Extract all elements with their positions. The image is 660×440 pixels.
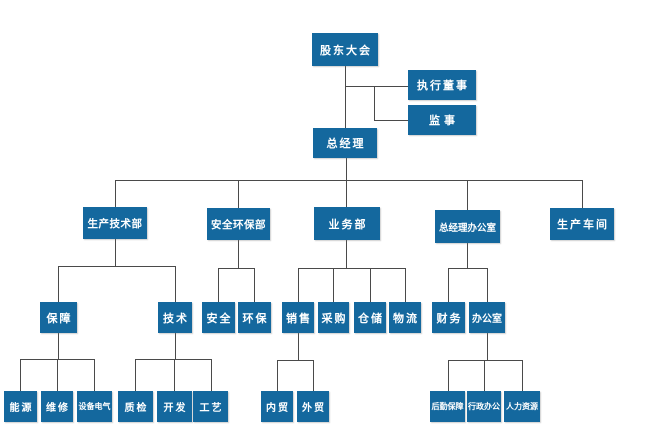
edge-drop-quality — [135, 359, 136, 391]
org-node-production-workshop: 生产车间 — [550, 208, 614, 240]
edge-drop-process — [211, 359, 212, 391]
edge-drop-finance — [448, 268, 449, 302]
edge-gm-office-bus — [448, 268, 487, 269]
edge-technology-down — [175, 333, 176, 359]
edge-drop-procurement — [333, 268, 334, 302]
edge-safety-env-down — [238, 240, 239, 268]
edge-drop-office — [487, 268, 488, 302]
edge-support-down — [58, 333, 59, 359]
edge-drop-equipment — [94, 359, 95, 391]
org-node-support: 保障 — [40, 302, 77, 333]
edge-office-bus — [448, 360, 522, 361]
org-node-supervisor: 监事 — [408, 105, 476, 135]
edge-business-bus — [298, 268, 405, 269]
org-node-office: 办公室 — [469, 302, 505, 333]
org-node-warehousing: 仓储 — [354, 302, 386, 333]
org-node-gm-office: 总经理办公室 — [435, 210, 500, 243]
edge-level2-spine — [115, 180, 582, 181]
edge-supervisor-drop — [374, 86, 375, 120]
edge-office-down — [487, 333, 488, 360]
edge-production-tech-bus — [58, 266, 175, 267]
org-node-production-tech-dept: 生产技术部 — [83, 207, 147, 239]
org-node-equipment-electrical: 设备电气 — [77, 391, 112, 422]
edge-drop-logistics — [405, 268, 406, 302]
org-node-maintenance: 维修 — [41, 391, 73, 422]
edge-drop-warehousing — [370, 268, 371, 302]
edge-drop-logistics-support — [448, 360, 449, 391]
org-node-general-manager: 总经理 — [313, 128, 377, 158]
edge-to-supervisor — [374, 120, 408, 121]
edge-drop-domestic — [277, 360, 278, 391]
org-node-energy: 能源 — [4, 391, 37, 422]
org-node-foreign-trade: 外贸 — [297, 391, 329, 422]
edge-sales-bus — [277, 360, 313, 361]
edge-safety-env-bus — [218, 268, 254, 269]
edge-to-executive-director — [345, 86, 408, 87]
org-node-safety-env-dept: 安全环保部 — [207, 208, 270, 240]
edge-drop-hr — [522, 360, 523, 391]
org-node-process: 工艺 — [193, 391, 228, 422]
edge-drop-sales — [298, 268, 299, 302]
edge-technology-bus — [135, 359, 211, 360]
org-node-domestic-trade: 内贸 — [261, 391, 293, 422]
org-node-executive-director: 执行董事 — [408, 70, 476, 100]
org-node-sales: 销售 — [282, 302, 314, 333]
edge-gm-office-down — [467, 243, 468, 268]
org-node-env-protection: 环保 — [238, 302, 271, 333]
edge-gm-to-spine — [346, 158, 347, 180]
org-node-technology: 技术 — [158, 302, 192, 333]
edge-business-down — [346, 240, 347, 268]
edge-drop-foreign — [313, 360, 314, 391]
edge-drop-business — [346, 180, 347, 207]
edge-drop-workshop — [582, 180, 583, 208]
org-node-logistics: 物流 — [389, 302, 421, 333]
edge-drop-safety — [218, 268, 219, 302]
edge-sales-down — [298, 333, 299, 360]
edge-production-tech-down — [115, 239, 116, 266]
edge-drop-admin — [484, 360, 485, 391]
org-node-human-resources: 人力资源 — [504, 391, 540, 422]
edge-drop-energy — [20, 359, 21, 391]
edge-shareholders-gm — [345, 66, 346, 128]
org-node-logistics-support: 后勤保障 — [430, 391, 465, 422]
edge-drop-technology — [175, 266, 176, 302]
org-node-development: 开发 — [157, 391, 192, 422]
edge-drop-gm-office — [467, 180, 468, 210]
org-node-finance: 财务 — [432, 302, 465, 333]
org-node-admin-office: 行政办公 — [467, 391, 501, 422]
org-node-procurement: 采购 — [318, 302, 349, 333]
edge-drop-development — [174, 359, 175, 391]
org-node-safety: 安全 — [202, 302, 235, 333]
org-node-shareholders-meeting: 股东大会 — [312, 33, 378, 66]
edge-drop-env — [254, 268, 255, 302]
edge-drop-support — [58, 266, 59, 302]
edge-drop-production-tech — [115, 180, 116, 207]
edge-drop-maintenance — [57, 359, 58, 391]
org-node-quality-inspection: 质检 — [118, 391, 153, 422]
edge-drop-safety-env — [238, 180, 239, 208]
org-node-business-dept: 业务部 — [314, 207, 380, 240]
